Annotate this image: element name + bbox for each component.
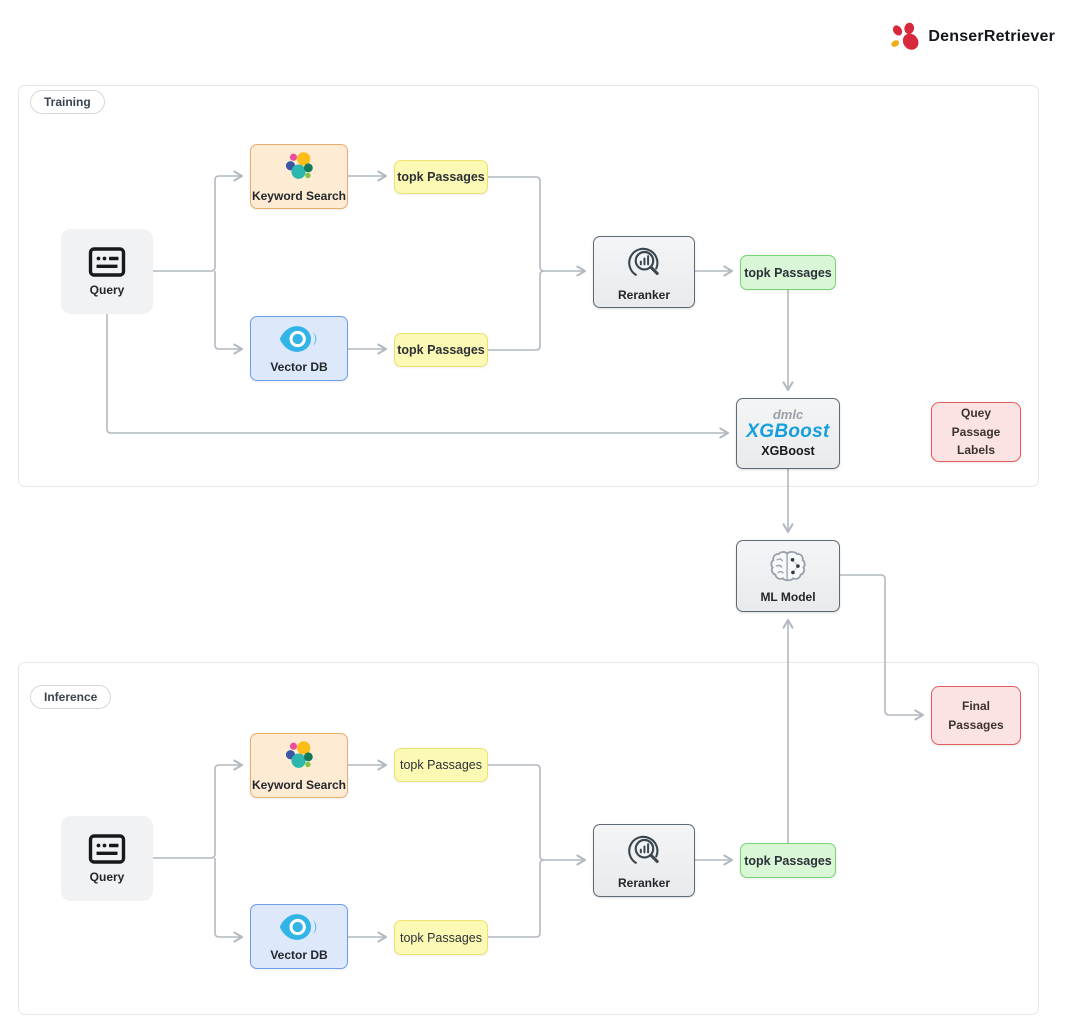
topk-passages-vector-inference: topk Passages (394, 920, 488, 955)
topk-passages-vector-training: topk Passages (394, 333, 488, 367)
ml-model-label: ML Model (760, 589, 816, 604)
keyword-search-node-inference: Keyword Search (250, 733, 348, 798)
milvus-eye-icon (279, 914, 317, 940)
reranker-label: Reranker (617, 876, 671, 890)
reranker-magnifier-icon (628, 247, 659, 276)
vector-db-label: Vector DB (270, 360, 328, 374)
topk-passages-keyword-training: topk Passages (394, 160, 488, 194)
query-passage-labels-line1: Quey (960, 406, 991, 421)
vector-db-node-inference: Vector DB (250, 904, 348, 969)
topk-passages-keyword-inference: topk Passages (394, 748, 488, 782)
edge-training-query-to-keyword (153, 170, 244, 272)
topk-passages-reranked-inference: topk Passages (740, 843, 836, 878)
final-passages-node: Final Passages (931, 686, 1021, 745)
brand-header: DenserRetriever (889, 22, 1055, 52)
reranker-node-training: Reranker (593, 236, 695, 308)
final-passages-line2: Passages (948, 717, 1004, 732)
keyword-search-label: Keyword Search (251, 189, 347, 203)
elasticsearch-icon (285, 152, 313, 179)
training-section-label: Training (30, 90, 105, 114)
edge-inference-query-to-vectordb (214, 858, 244, 943)
training-section-frame (18, 85, 1039, 487)
inference-section-frame (18, 662, 1039, 1015)
brand-name: DenserRetriever (928, 28, 1055, 45)
edge-training-query-to-vectordb (214, 271, 244, 355)
xgboost-vendor-text: dmlc (772, 407, 804, 423)
query-passage-labels-line3: Labels (956, 443, 995, 458)
vector-db-node-training: Vector DB (250, 316, 348, 381)
query-passage-labels-node: Quey Passage Labels (931, 402, 1021, 462)
brain-icon (770, 550, 806, 581)
query-node-training: Query (61, 229, 153, 314)
query-icon (88, 247, 126, 277)
inference-section-label: Inference (30, 685, 112, 709)
paw-logo-icon (891, 22, 919, 50)
edge-inference-topk-keyword-to-reranker (488, 764, 587, 866)
milvus-eye-icon (279, 326, 317, 352)
query-passage-labels-line2: Passage (951, 424, 1001, 439)
keyword-search-node-training: Keyword Search (250, 144, 348, 209)
vector-db-label: Vector DB (270, 948, 328, 962)
xgboost-node: dmlc XGBoost XGBoost (736, 398, 840, 469)
query-passage-labels-text: Quey Passage Labels (952, 404, 1001, 460)
xgboost-wordmark: XGBoost (746, 421, 830, 443)
edge-training-topk-keyword-to-reranker (488, 176, 587, 277)
keyword-search-label: Keyword Search (251, 778, 347, 792)
ml-model-node: ML Model (736, 540, 840, 612)
edge-inference-topk-vector-to-reranker (488, 859, 545, 938)
elasticsearch-icon (285, 741, 313, 768)
edge-mlmodel-to-final-passages (840, 574, 925, 721)
final-passages-line1: Final (961, 698, 990, 713)
reranker-magnifier-icon (628, 835, 659, 864)
reranker-label: Reranker (617, 287, 671, 302)
query-node-inference: Query (61, 816, 153, 901)
topk-passages-reranked-training: topk Passages (740, 255, 836, 290)
edge-inference-query-to-keyword (153, 759, 244, 859)
final-passages-text: Final Passages (948, 697, 1003, 734)
query-label: Query (89, 870, 125, 884)
edge-training-topk-vector-to-reranker (488, 270, 545, 351)
query-icon (88, 834, 126, 864)
edge-training-query-to-xgboost (106, 313, 730, 439)
reranker-node-inference: Reranker (593, 824, 695, 897)
xgboost-label: XGBoost (761, 443, 815, 458)
query-label: Query (89, 283, 125, 297)
